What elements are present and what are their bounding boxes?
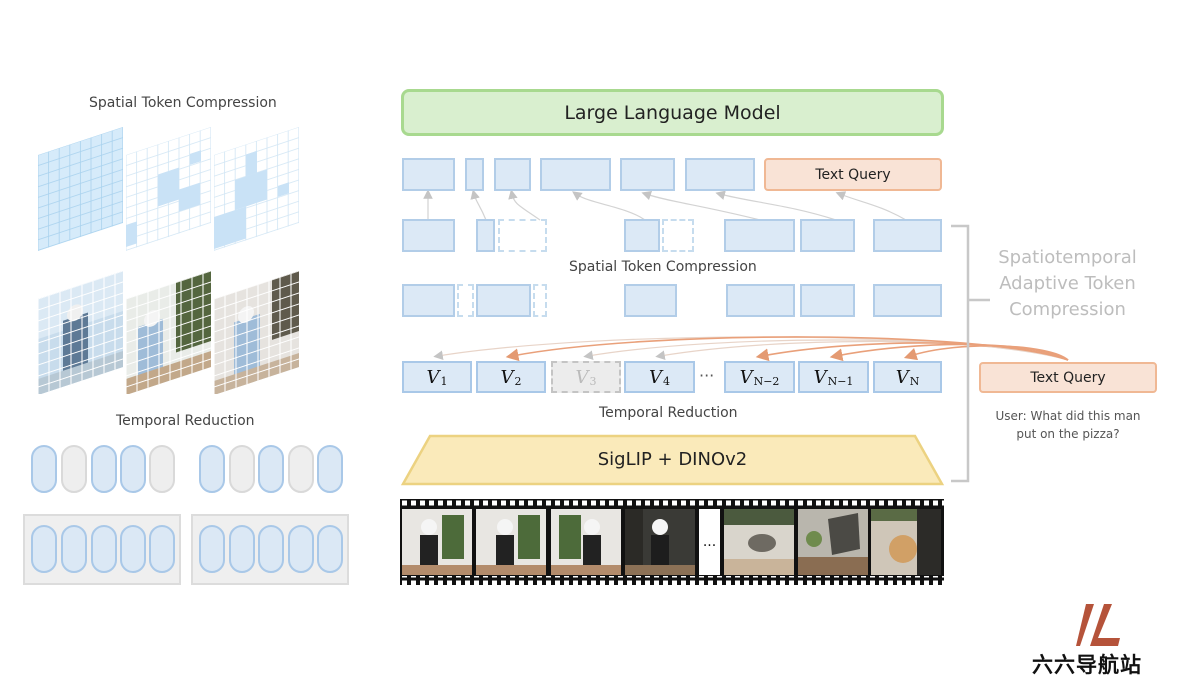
stc-label-line-2: Adaptive Token bbox=[999, 273, 1136, 294]
user-question-line-1: User: What did this man bbox=[995, 409, 1141, 423]
encoder-trapezoid bbox=[400, 434, 945, 486]
frame-token bbox=[726, 284, 795, 317]
pruned-token-slot bbox=[498, 219, 547, 252]
frame-image-1 bbox=[38, 270, 123, 394]
video-frame-n-2 bbox=[724, 509, 794, 575]
text-query-token-top: Text Query bbox=[764, 158, 942, 191]
frame-token bbox=[402, 284, 455, 317]
output-token bbox=[685, 158, 755, 191]
pruned-token-slot bbox=[457, 284, 474, 317]
compressed-token bbox=[624, 219, 660, 252]
temporal-reduction-label: Temporal Reduction bbox=[599, 405, 738, 421]
video-frame-4 bbox=[625, 509, 695, 575]
stc-bracket bbox=[951, 224, 970, 483]
token-ellipsis: ··· bbox=[699, 366, 715, 385]
pill-token bbox=[288, 525, 314, 573]
pill-token bbox=[91, 525, 117, 573]
pill-token bbox=[258, 445, 284, 493]
output-token bbox=[402, 158, 455, 191]
compressed-token bbox=[800, 219, 855, 252]
pruned-token-slot bbox=[662, 219, 694, 252]
pill-token bbox=[317, 445, 343, 493]
llm-box: Large Language Model bbox=[401, 89, 944, 136]
watermark-logo-icon bbox=[1076, 604, 1120, 646]
sparse-token-grid-2 bbox=[214, 126, 299, 251]
encoder-label: SigLIP + DINOv2 bbox=[597, 449, 748, 470]
pill-token bbox=[149, 445, 175, 493]
user-question-line-2: put on the pizza? bbox=[1016, 427, 1120, 441]
pill-token bbox=[61, 445, 87, 493]
pill-token bbox=[258, 525, 284, 573]
pill-token bbox=[31, 445, 57, 493]
video-frame-3 bbox=[551, 509, 621, 575]
full-token-grid bbox=[38, 126, 123, 251]
stc-label: Spatiotemporal Adaptive Token Compressio… bbox=[985, 245, 1150, 323]
frame-image-2 bbox=[126, 270, 211, 394]
pruned-token-slot bbox=[533, 284, 547, 317]
pill-token bbox=[31, 525, 57, 573]
output-token bbox=[465, 158, 484, 191]
spatial-compression-label: Spatial Token Compression bbox=[569, 259, 757, 275]
compressed-token bbox=[724, 219, 795, 252]
spatial-token-grids bbox=[38, 126, 299, 251]
watermark-text: 六六导航站 bbox=[1032, 653, 1142, 677]
video-frame-2 bbox=[476, 509, 546, 575]
pill-token bbox=[120, 445, 146, 493]
frame-image-3 bbox=[214, 270, 299, 394]
pill-token bbox=[91, 445, 117, 493]
compressed-token bbox=[476, 219, 495, 252]
user-question: User: What did this man put on the pizza… bbox=[979, 407, 1157, 443]
pill-token bbox=[229, 445, 255, 493]
frame-token bbox=[476, 284, 531, 317]
stc-label-line-3: Compression bbox=[1009, 299, 1126, 320]
pill-token bbox=[149, 525, 175, 573]
compressed-token bbox=[402, 219, 455, 252]
film-perforations bbox=[400, 499, 944, 585]
pill-token bbox=[199, 445, 225, 493]
frame-token bbox=[800, 284, 855, 317]
stc-label-line-1: Spatiotemporal bbox=[998, 247, 1137, 268]
video-frame-n-1 bbox=[798, 509, 868, 575]
text-query-box: Text Query bbox=[979, 362, 1157, 393]
frame-patch-images bbox=[38, 270, 299, 394]
video-frame-1 bbox=[402, 509, 472, 575]
output-token bbox=[620, 158, 675, 191]
output-token bbox=[540, 158, 611, 191]
sparse-token-grid-1 bbox=[126, 126, 211, 251]
video-frame-n bbox=[871, 509, 941, 575]
frame-token bbox=[873, 284, 942, 317]
pill-token bbox=[288, 445, 314, 493]
spatial-compression-title: Spatial Token Compression bbox=[89, 95, 277, 111]
compressed-token bbox=[873, 219, 942, 252]
pill-token bbox=[229, 525, 255, 573]
pill-token bbox=[199, 525, 225, 573]
pill-token bbox=[61, 525, 87, 573]
output-token bbox=[494, 158, 531, 191]
pill-token bbox=[120, 525, 146, 573]
temporal-reduction-title: Temporal Reduction bbox=[116, 413, 255, 429]
frame-token bbox=[624, 284, 677, 317]
pill-token bbox=[317, 525, 343, 573]
film-gap: ... bbox=[699, 509, 720, 575]
